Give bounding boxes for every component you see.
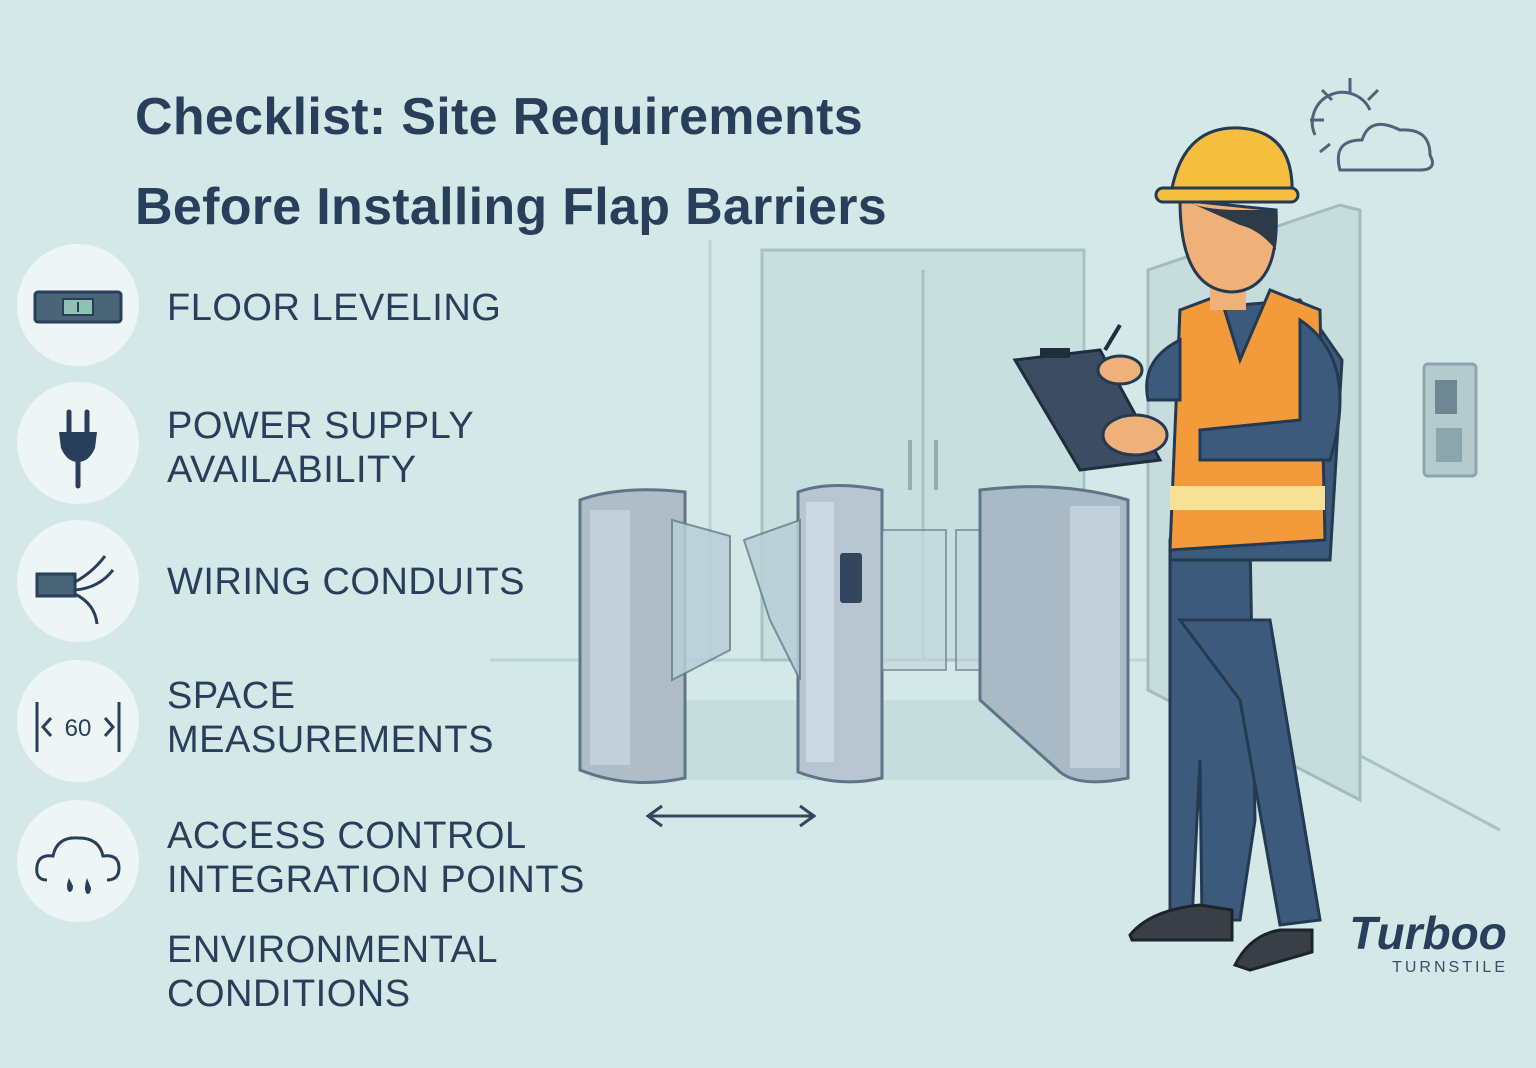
checklist-label: ENVIRONMENTAL CONDITIONS [167,929,497,1015]
width-arrow [645,804,817,828]
turnstile-middle [742,484,947,784]
checklist-item-space-measurements: 60 SPACE MEASUREMENTS [0,660,700,800]
power-plug-icon [17,382,139,504]
spirit-level-icon [17,244,139,366]
page-title: Checklist: Site Requirements Before Inst… [135,72,1175,252]
brand-logo: Turboo TURNSTILE [1338,908,1518,978]
checklist-label: FLOOR LEVELING [167,287,502,329]
checklist-label: AVAILABILITY [167,449,417,491]
checklist-item-access-control: ACCESS CONTROL INTEGRATION POINTS [0,800,700,940]
measurement-icon: 60 [17,660,139,782]
checklist-label: INTEGRATION POINTS [167,859,585,901]
turnstile-right [955,485,1130,784]
wiring-conduit-icon [17,520,139,642]
checklist-label: ACCESS CONTROL [167,815,527,857]
checklist-label: SPACE [167,675,296,717]
checklist-item-wiring-conduits: WIRING CONDUITS [0,520,700,660]
brand-name: Turboo [1349,907,1507,959]
infographic: Checklist: Site Requirements Before Inst… [0,72,1518,1015]
card-reader [840,553,862,603]
brand-tagline: TURNSTILE [1392,959,1508,976]
title-line-1: Checklist: Site Requirements [135,88,863,146]
checklist-item-floor-leveling: FLOOR LEVELING [0,244,700,384]
checklist-item-environmental-conditions: ENVIRONMENTAL CONDITIONS [0,928,700,1068]
worker-illustration [1012,126,1344,972]
weather-icon [1310,78,1434,172]
checklist-item-power-supply: POWER SUPPLY AVAILABILITY [0,382,700,522]
illustration-scene [490,78,1501,972]
measurement-value: 60 [65,715,92,742]
checklist-label: MEASUREMENTS [167,719,494,761]
cloud-rain-icon [17,800,139,922]
title-line-2: Before Installing Flap Barriers [135,178,887,236]
turnstile-left [578,488,731,784]
checklist-label: WIRING CONDUITS [167,561,525,603]
checklist-label: POWER SUPPLY [167,405,475,447]
